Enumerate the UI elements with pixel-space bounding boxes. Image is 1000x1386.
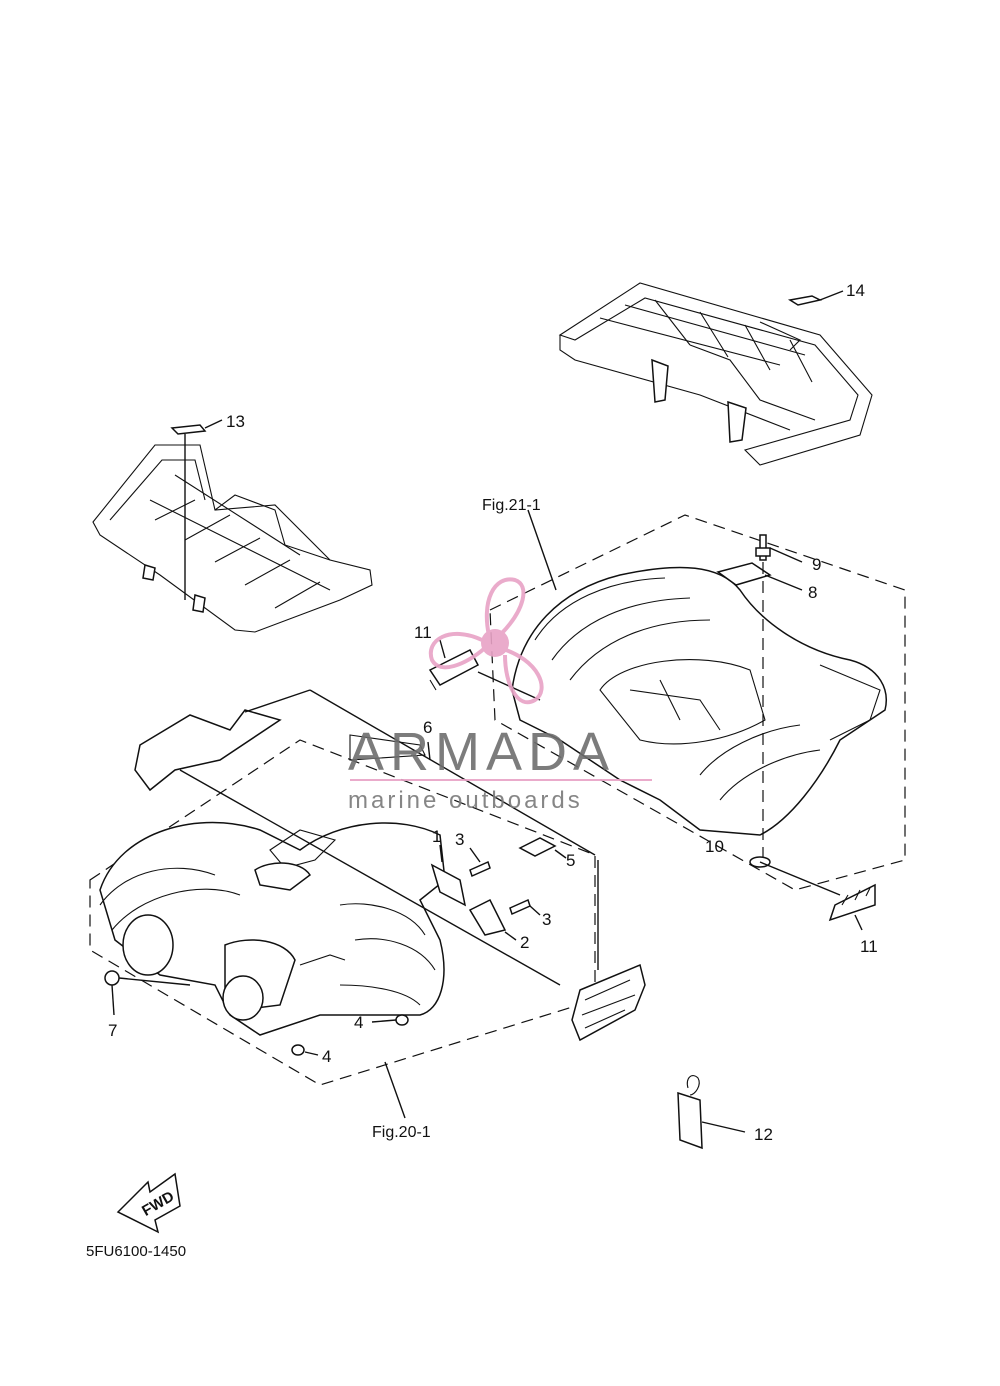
callout-7: 7 [108,1021,117,1040]
screw-3-lower [509,898,531,916]
front-fender [89,734,596,1086]
part-number: 5FU6100-1450 [86,1243,186,1260]
callout-10: 10 [705,837,724,856]
callout-8: 8 [808,583,817,602]
emblem-11-upper [428,649,480,691]
front-carrier-rack [92,444,373,633]
fwd-arrow-icon: FWD [116,1172,181,1234]
grommet-4-left [291,1044,305,1056]
callout-12: 12 [754,1125,773,1144]
big-bear-emblem [571,963,646,1042]
decal-5 [518,837,557,857]
grommet-4-right [395,1014,409,1026]
armada-watermark: ARMADA marine outboards [348,577,652,814]
emblem-11-lower [828,883,876,922]
callout-14: 14 [846,281,865,300]
callout-4a: 4 [354,1013,363,1032]
tag-12 [677,1075,703,1150]
figure-ref-21-1: Fig.21-1 [482,497,541,514]
rear-carrier-rack [558,282,873,466]
plate-2 [468,898,507,936]
callout-6: 6 [423,718,432,737]
callout-4b: 4 [322,1047,331,1066]
callout-3a: 3 [455,830,464,849]
callout-13: 13 [226,412,245,431]
bolt-9 [755,534,771,561]
callout-11a: 11 [414,623,432,642]
rear-fender [489,514,906,891]
callout-5: 5 [566,851,575,870]
callout-2: 2 [520,933,529,952]
decal-14 [787,295,823,306]
plate-1 [430,863,467,907]
propeller-logo-icon [428,577,544,705]
watermark-brand: ARMADA [348,722,615,782]
watermark-tagline: marine outboards [348,787,583,814]
callout-11b: 11 [860,937,878,956]
decal-13 [170,424,207,435]
callout-1: 1 [432,827,441,846]
callout-9: 9 [812,555,821,574]
figure-ref-20-1: Fig.20-1 [372,1124,431,1141]
emblem-6 [134,709,282,792]
callout-3b: 3 [542,910,551,929]
grommet-7 [104,970,120,986]
screw-3-upper [469,860,491,878]
